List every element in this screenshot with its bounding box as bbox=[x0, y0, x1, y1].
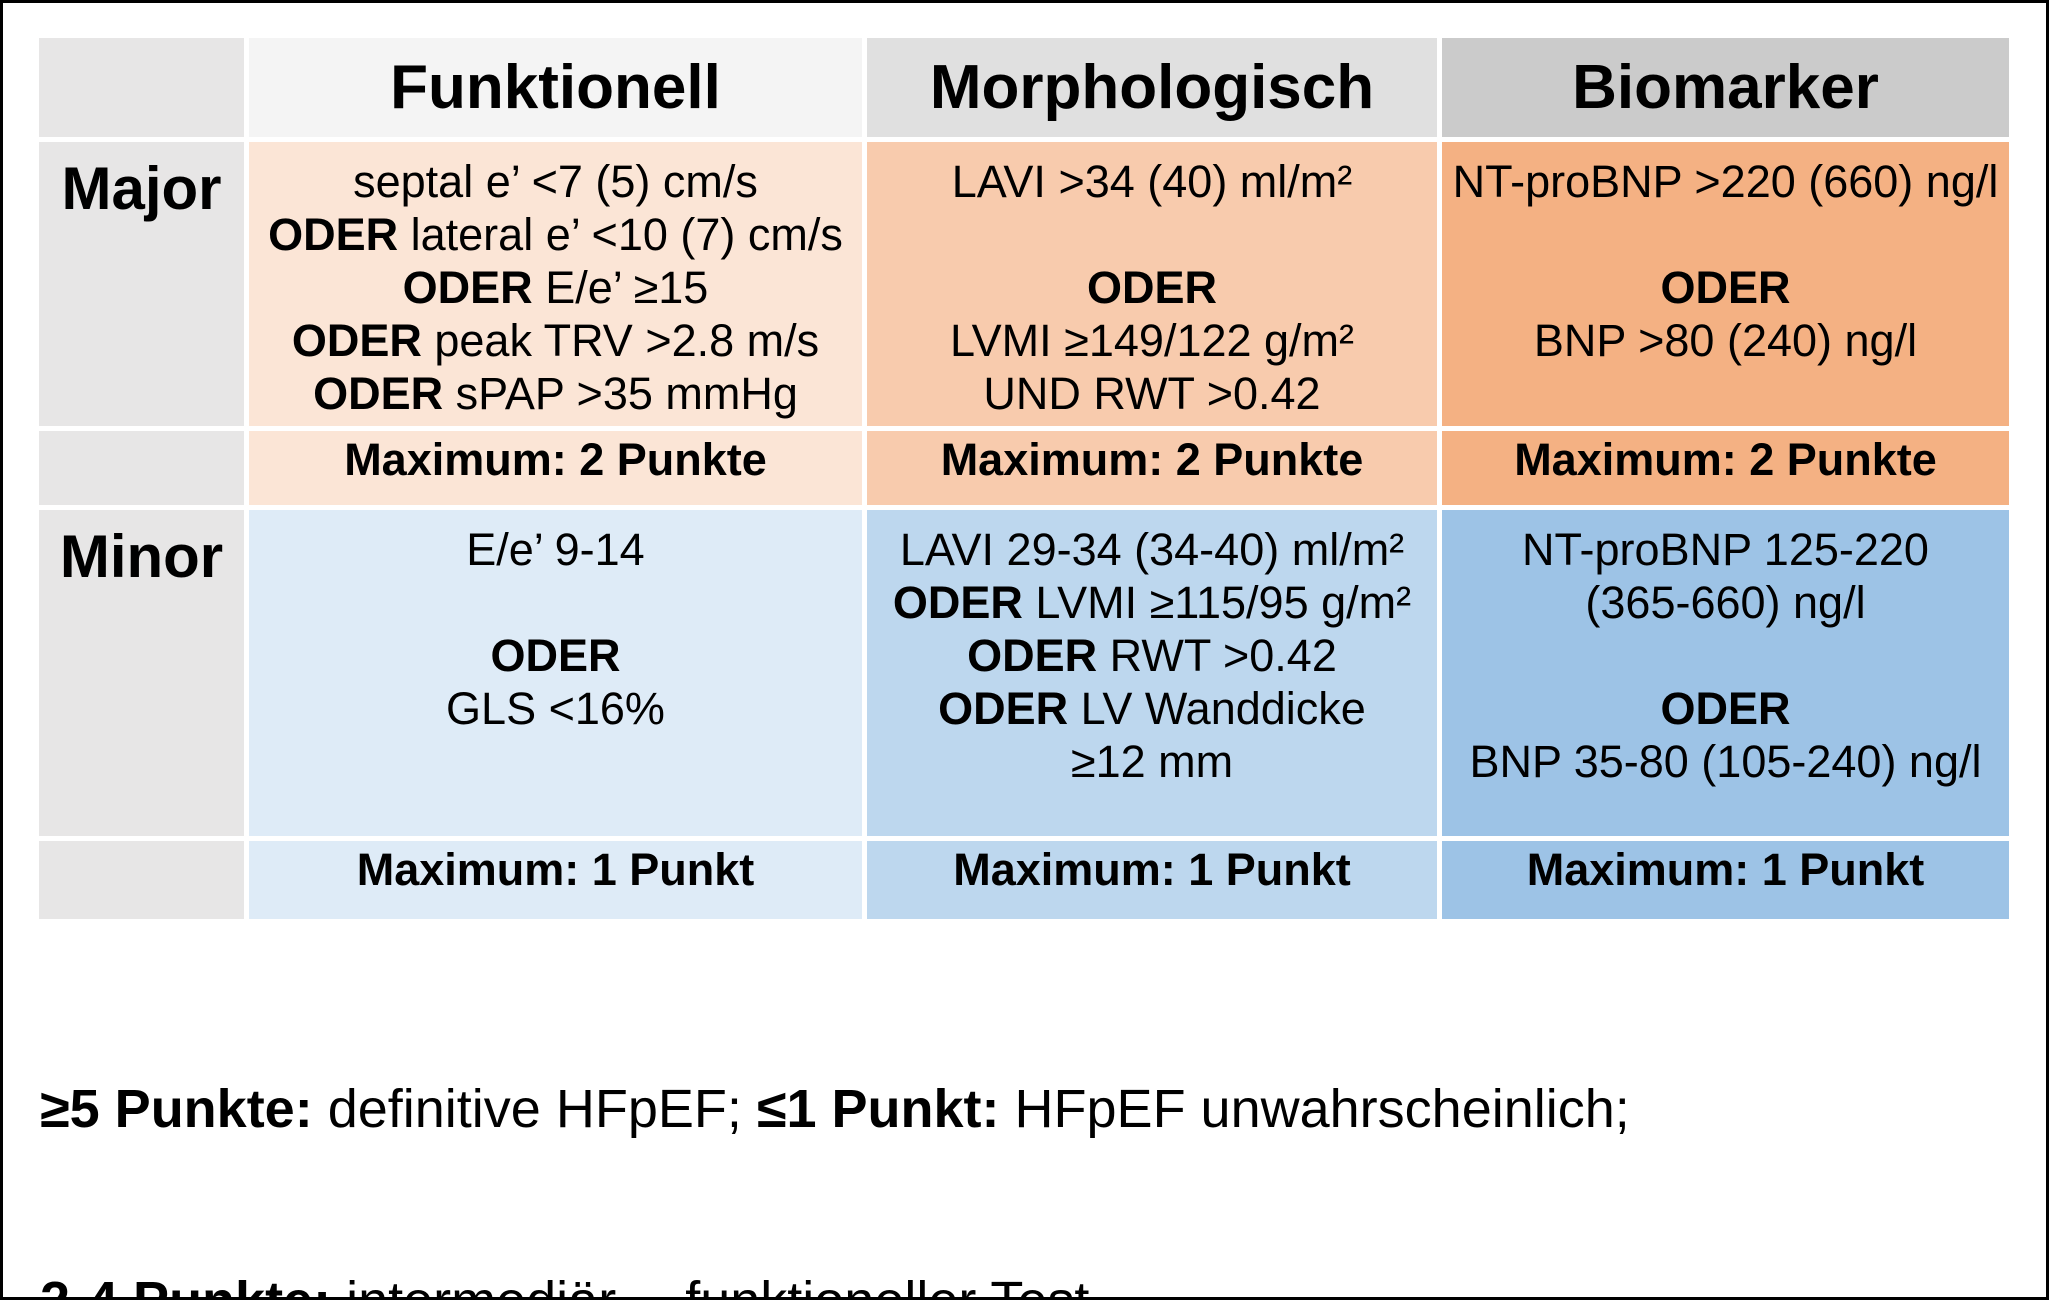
cell-text: E/e’ 9-14 bbox=[466, 524, 645, 575]
cell-line: ODER bbox=[1087, 261, 1217, 314]
cell-line: BNP 35-80 (105-240) ng/l bbox=[1470, 735, 1982, 788]
cell-line: NT-proBNP >220 (660) ng/l bbox=[1453, 155, 1999, 208]
cell-line: ODER bbox=[1660, 261, 1790, 314]
cell-text: E/e’ ≥15 bbox=[532, 262, 709, 313]
cell-line: BNP >80 (240) ng/l bbox=[1534, 314, 1917, 367]
max-points-text: Maximum: 1 Punkt bbox=[356, 844, 755, 895]
spacer-label-cell bbox=[39, 431, 244, 505]
cell-text: GLS <16% bbox=[446, 683, 665, 734]
cell-major-morphological: LAVI >34 (40) ml/m² ODER LVMI ≥149/122 g… bbox=[867, 142, 1437, 426]
cell-text: BNP >80 (240) ng/l bbox=[1533, 315, 1918, 366]
cell-max-minor-morphological: Maximum: 1 Punkt bbox=[867, 841, 1437, 919]
cell-text-bold: ODER bbox=[490, 630, 621, 681]
max-points-text: Maximum: 1 Punkt bbox=[1526, 844, 1925, 895]
row-label-minor: Minor bbox=[39, 510, 244, 836]
cell-text: peak TRV >2.8 m/s bbox=[421, 315, 820, 366]
cell-max-major-morphological: Maximum: 2 Punkte bbox=[867, 431, 1437, 505]
header-cell-biomarker: Biomarker bbox=[1442, 38, 2009, 137]
cell-text-bold: ODER bbox=[1086, 262, 1217, 313]
score-legend: ≥5 Punkte: definitive HFpEF; ≤1 Punkt: H… bbox=[40, 949, 1630, 1297]
cell-line: (365-660) ng/l bbox=[1585, 576, 1865, 629]
legend-text-bold: ≥5 Punkte: bbox=[40, 1079, 313, 1139]
cell-major-biomarker: NT-proBNP >220 (660) ng/l ODER BNP >80 (… bbox=[1442, 142, 2009, 426]
cell-line: LAVI 29-34 (34-40) ml/m² bbox=[900, 523, 1404, 576]
legend-line-2: 2-4 Punkte: intermediär→ funktioneller T… bbox=[40, 1269, 1630, 1297]
cell-text: septal e’ <7 (5) cm/s bbox=[353, 156, 758, 207]
header-label: Funktionell bbox=[390, 53, 721, 122]
legend-text-bold: ≤1 Punkt: bbox=[756, 1079, 1000, 1139]
max-points-text: Maximum: 2 Punkte bbox=[940, 434, 1364, 485]
cell-text: (365-660) ng/l bbox=[1585, 577, 1866, 628]
cell-line: GLS <16% bbox=[446, 682, 665, 735]
cell-text: LAVI >34 (40) ml/m² bbox=[951, 156, 1353, 207]
cell-line: ≥12 mm bbox=[1071, 735, 1233, 788]
cell-max-major-functional: Maximum: 2 Punkte bbox=[249, 431, 862, 505]
cell-line: ODER peak TRV >2.8 m/s bbox=[292, 314, 819, 367]
cell-text: NT-proBNP >220 (660) ng/l bbox=[1452, 156, 1999, 207]
cell-text: UND RWT >0.42 bbox=[983, 368, 1321, 419]
cell-text: lateral e’ <10 (7) cm/s bbox=[398, 209, 843, 260]
cell-line: ODER sPAP >35 mmHg bbox=[313, 367, 798, 420]
cell-line: E/e’ 9-14 bbox=[466, 523, 644, 576]
cell-text-bold: ODER bbox=[1660, 262, 1791, 313]
cell-text: RWT >0.42 bbox=[1097, 630, 1337, 681]
header-cell-funktionell: Funktionell bbox=[249, 38, 862, 137]
row-label-major: Major bbox=[39, 142, 244, 426]
row-label-text: Major bbox=[61, 155, 222, 222]
legend-text: funktioneller Test bbox=[670, 1271, 1089, 1297]
corner-cell bbox=[39, 38, 244, 137]
cell-line: ODER bbox=[490, 629, 620, 682]
cell-major-functional: septal e’ <7 (5) cm/s ODER lateral e’ <1… bbox=[249, 142, 862, 426]
right-arrow-icon: → bbox=[616, 1271, 670, 1297]
legend-text: intermediär bbox=[331, 1271, 616, 1297]
cell-line: septal e’ <7 (5) cm/s bbox=[353, 155, 758, 208]
cell-text: LVMI ≥149/122 g/m² bbox=[949, 315, 1355, 366]
legend-text: definitive HFpEF; bbox=[312, 1079, 757, 1139]
max-points-text: Maximum: 1 Punkt bbox=[953, 844, 1351, 895]
cell-line: ODER bbox=[1660, 682, 1790, 735]
cell-text: sPAP >35 mmHg bbox=[443, 368, 798, 419]
hfpef-score-table: Funktionell Morphologisch Biomarker Majo… bbox=[39, 38, 2009, 919]
cell-line: LAVI >34 (40) ml/m² bbox=[952, 155, 1353, 208]
cell-line: LVMI ≥149/122 g/m² bbox=[950, 314, 1354, 367]
cell-text-bold: ODER bbox=[938, 683, 1069, 734]
cell-line: ODER LV Wanddicke bbox=[938, 682, 1366, 735]
cell-minor-functional: E/e’ 9-14 ODER GLS <16% bbox=[249, 510, 862, 836]
cell-max-minor-biomarker: Maximum: 1 Punkt bbox=[1442, 841, 2009, 919]
cell-text-bold: ODER bbox=[892, 577, 1023, 628]
header-cell-morphologisch: Morphologisch bbox=[867, 38, 1437, 137]
cell-text-bold: ODER bbox=[291, 315, 422, 366]
cell-text-bold: ODER bbox=[967, 630, 1098, 681]
cell-text: BNP 35-80 (105-240) ng/l bbox=[1469, 736, 1982, 787]
row-label-text: Minor bbox=[59, 523, 224, 590]
max-points-text: Maximum: 2 Punkte bbox=[344, 434, 767, 485]
legend-text-bold: 2-4 Punkte: bbox=[40, 1271, 331, 1297]
cell-text: LVMI ≥115/95 g/m² bbox=[1022, 577, 1412, 628]
spacer-label-cell bbox=[39, 841, 244, 919]
cell-text-bold: ODER bbox=[313, 368, 444, 419]
cell-max-minor-functional: Maximum: 1 Punkt bbox=[249, 841, 862, 919]
max-points-text: Maximum: 2 Punkte bbox=[1514, 434, 1937, 485]
cell-line: ODER E/e’ ≥15 bbox=[403, 261, 709, 314]
cell-text: NT-proBNP 125-220 bbox=[1522, 524, 1929, 575]
cell-text: LAVI 29-34 (34-40) ml/m² bbox=[899, 524, 1405, 575]
header-label: Biomarker bbox=[1572, 53, 1879, 122]
cell-line: ODER LVMI ≥115/95 g/m² bbox=[893, 576, 1411, 629]
cell-line: NT-proBNP 125-220 bbox=[1522, 523, 1929, 576]
cell-text: ≥12 mm bbox=[1070, 736, 1234, 787]
cell-line: UND RWT >0.42 bbox=[983, 367, 1320, 420]
cell-text-bold: ODER bbox=[268, 209, 399, 260]
cell-minor-morphological: LAVI 29-34 (34-40) ml/m² ODER LVMI ≥115/… bbox=[867, 510, 1437, 836]
cell-max-major-biomarker: Maximum: 2 Punkte bbox=[1442, 431, 2009, 505]
cell-text-bold: ODER bbox=[1660, 683, 1791, 734]
cell-minor-biomarker: NT-proBNP 125-220 (365-660) ng/l ODER BN… bbox=[1442, 510, 2009, 836]
header-label: Morphologisch bbox=[929, 53, 1375, 122]
cell-text: LV Wanddicke bbox=[1068, 683, 1366, 734]
cell-line: ODER RWT >0.42 bbox=[967, 629, 1337, 682]
cell-text-bold: ODER bbox=[402, 262, 533, 313]
cell-line: ODER lateral e’ <10 (7) cm/s bbox=[268, 208, 843, 261]
legend-line-1: ≥5 Punkte: definitive HFpEF; ≤1 Punkt: H… bbox=[40, 1077, 1630, 1141]
legend-text: HFpEF unwahrscheinlich; bbox=[999, 1079, 1630, 1139]
